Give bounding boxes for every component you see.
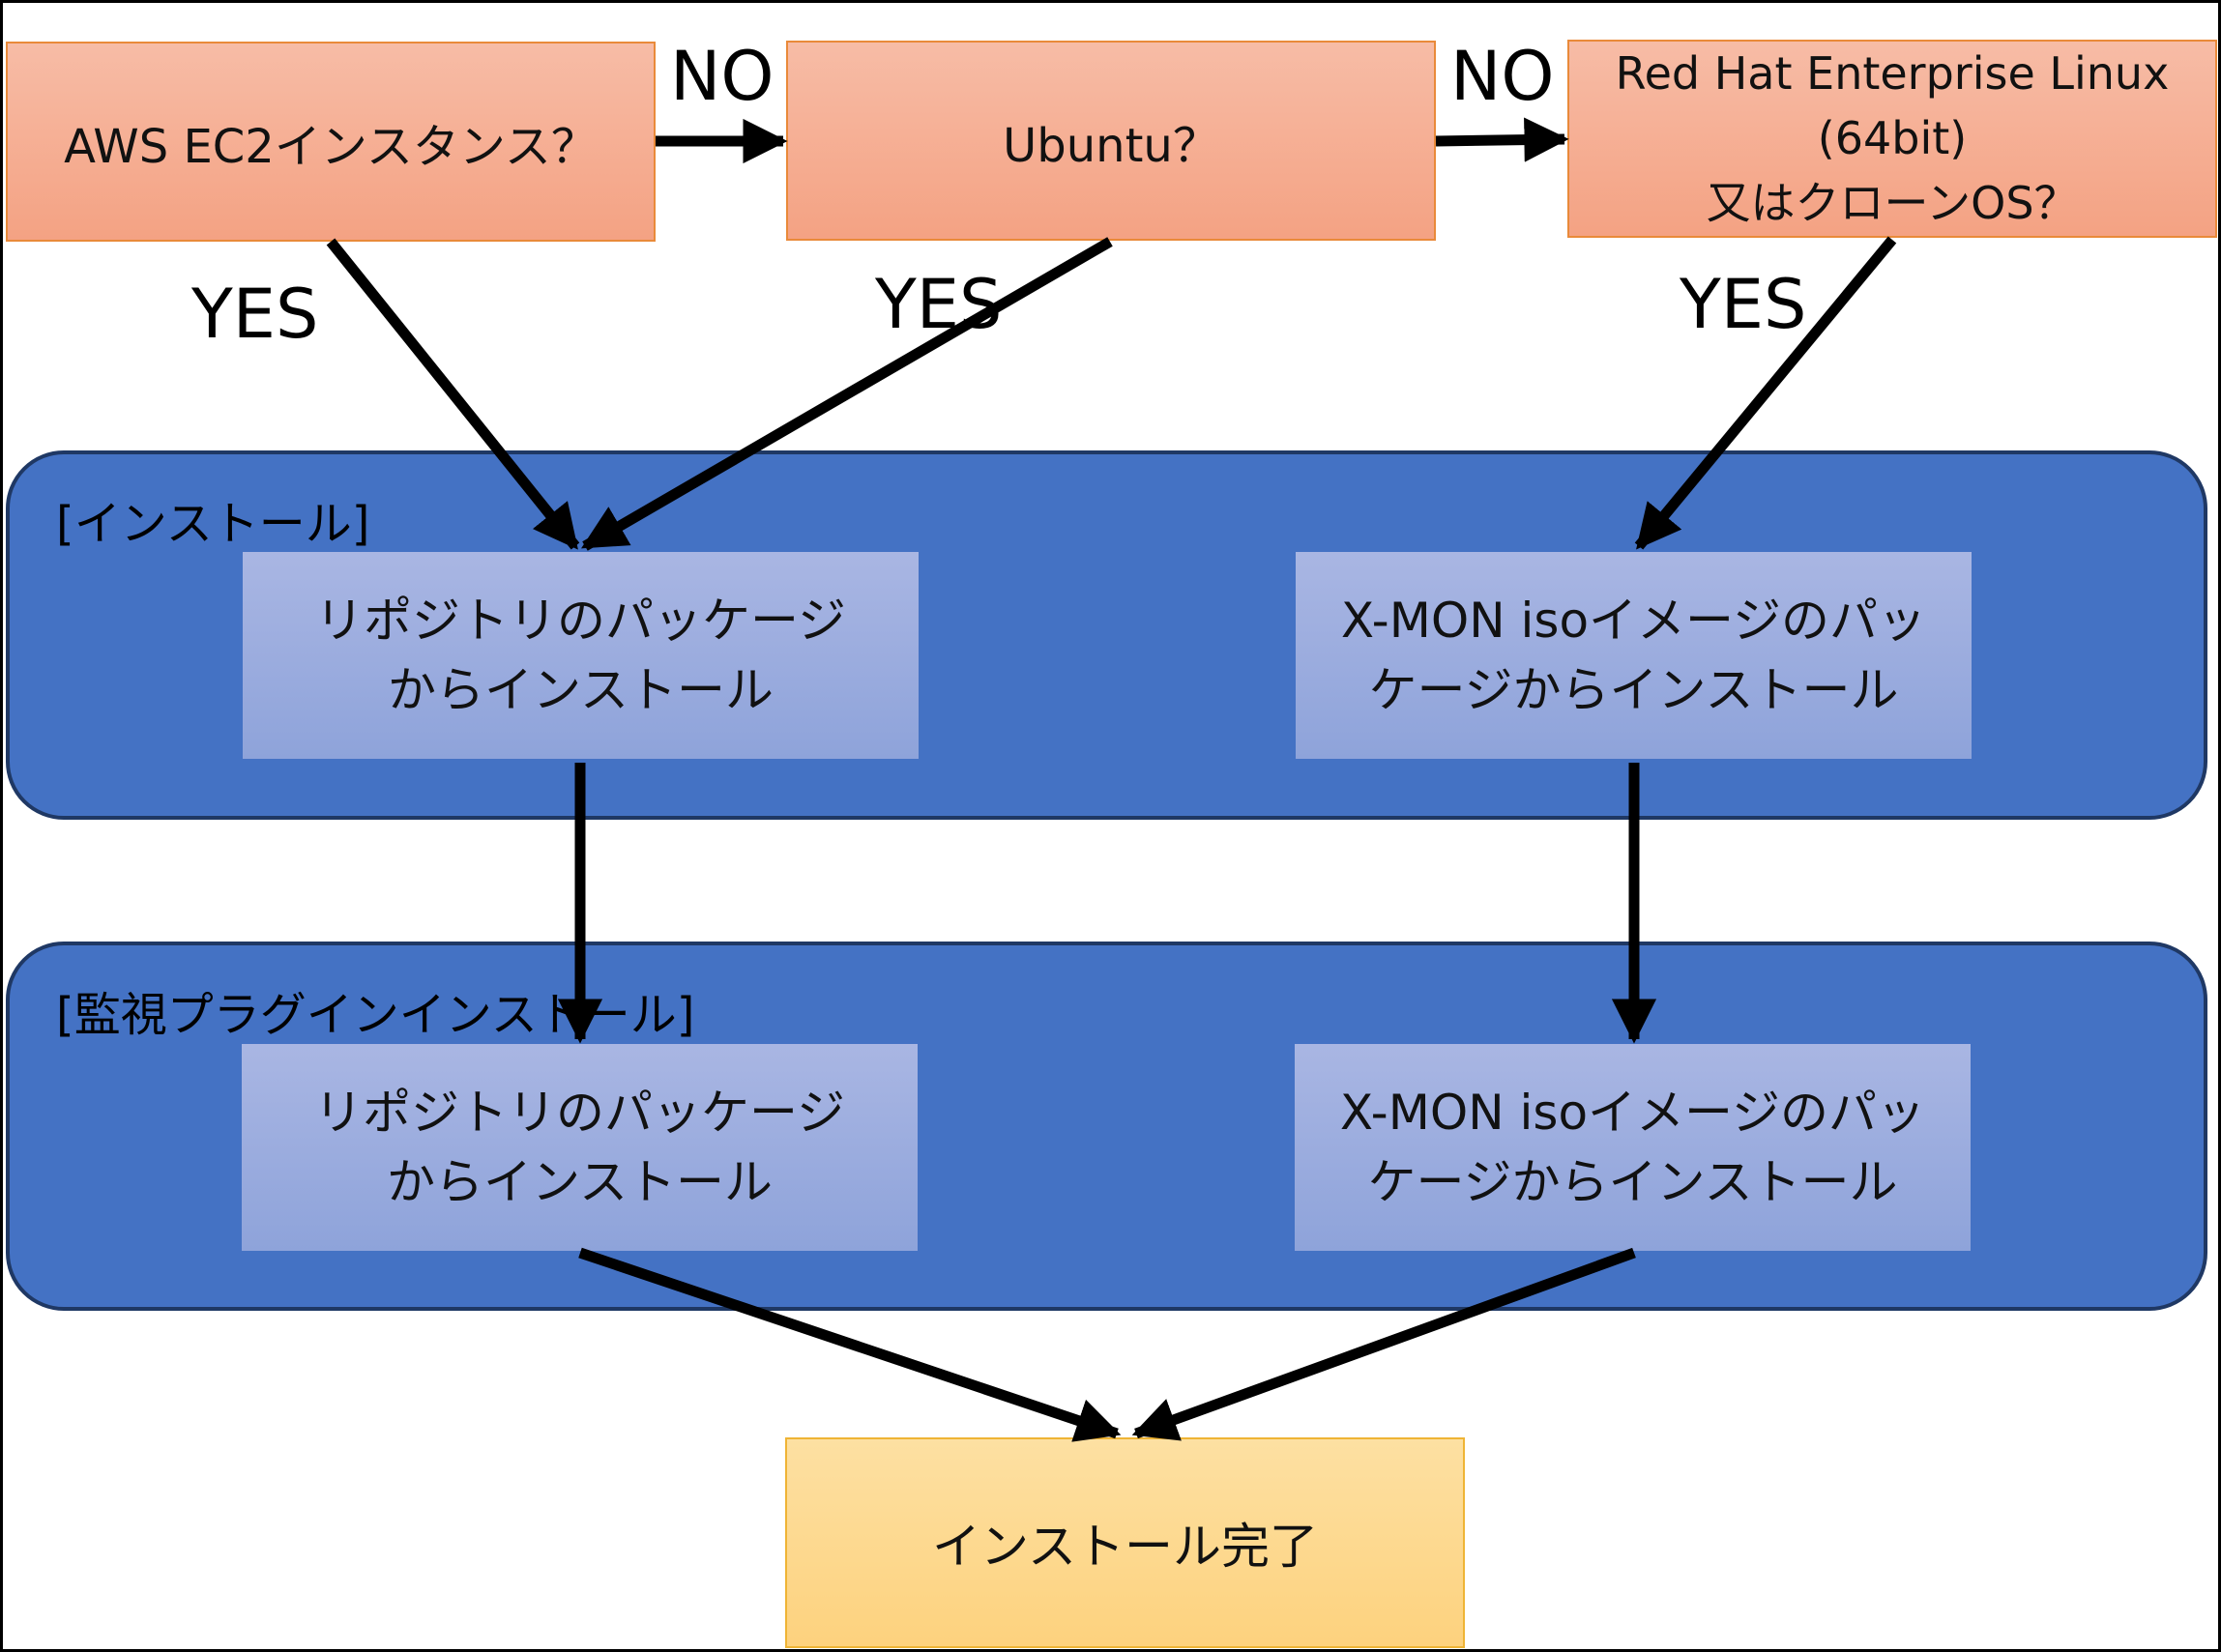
decision-rhel: Red Hat Enterprise Linux (64bit) 又はクローンO… [1567,40,2217,238]
decision-rhel-line-3: 又はクローンOS？ [1706,176,2079,229]
decision-aws-ec2: AWS EC2インスタンス？ [6,42,656,242]
decision-ubuntu: Ubuntu？ [786,41,1436,241]
edge-ubuntu-no-to-rhel [1435,117,1569,162]
edge-rhel-yes-to-install-xmon [1634,236,1897,550]
edge-plugin-xmon-to-complete [1131,1247,1636,1441]
install-repo-package-line-1: リポジトリのパッケージ [315,592,846,649]
edge-label-no-1: NO [670,37,774,116]
decision-ubuntu-label: Ubuntu？ [1003,118,1219,173]
install-complete: インストール完了 [785,1437,1465,1648]
edge-label-yes-ubuntu: YES [875,265,1003,344]
decision-rhel-line-1: Red Hat Enterprise Linux [1615,47,2170,101]
install-xmon-iso: X-MON isoイメージのパッ ケージからインストール [1296,552,1972,759]
install-xmon-iso-line-2: ケージからインストール [1368,662,1899,718]
decision-rhel-line-2: (64bit) [1817,112,1968,165]
install-xmon-iso-line-1: X-MON isoイメージのパッ [1340,592,1927,649]
edge-plugin-repo-to-complete [578,1247,1122,1442]
edge-label-yes-aws: YES [191,275,319,354]
edge-ubuntu-yes-to-install-repo [581,237,1113,551]
plugin-xmon-iso-line-2: ケージからインストール [1367,1154,1898,1210]
plugin-repo-package-line-1: リポジトリのパッケージ [314,1084,845,1141]
install-repo-package-line-2: からインストール [388,662,774,718]
edge-aws-yes-to-install-repo [326,238,580,550]
install-repo-package: リポジトリのパッケージ からインストール [243,552,919,759]
plugin-xmon-iso-line-1: X-MON isoイメージのパッ [1339,1084,1926,1141]
decision-aws-ec2-label: AWS EC2インスタンス？ [64,119,598,174]
plugin-xmon-iso: X-MON isoイメージのパッ ケージからインストール [1295,1044,1971,1251]
edge-label-no-2: NO [1450,37,1555,116]
install-group-title: [インストール] [56,497,370,551]
plugin-repo-package: リポジトリのパッケージ からインストール [242,1044,918,1251]
install-complete-label: インストール完了 [932,1519,1318,1575]
plugin-repo-package-line-2: からインストール [387,1154,773,1210]
edge-label-yes-rhel: YES [1680,265,1807,344]
